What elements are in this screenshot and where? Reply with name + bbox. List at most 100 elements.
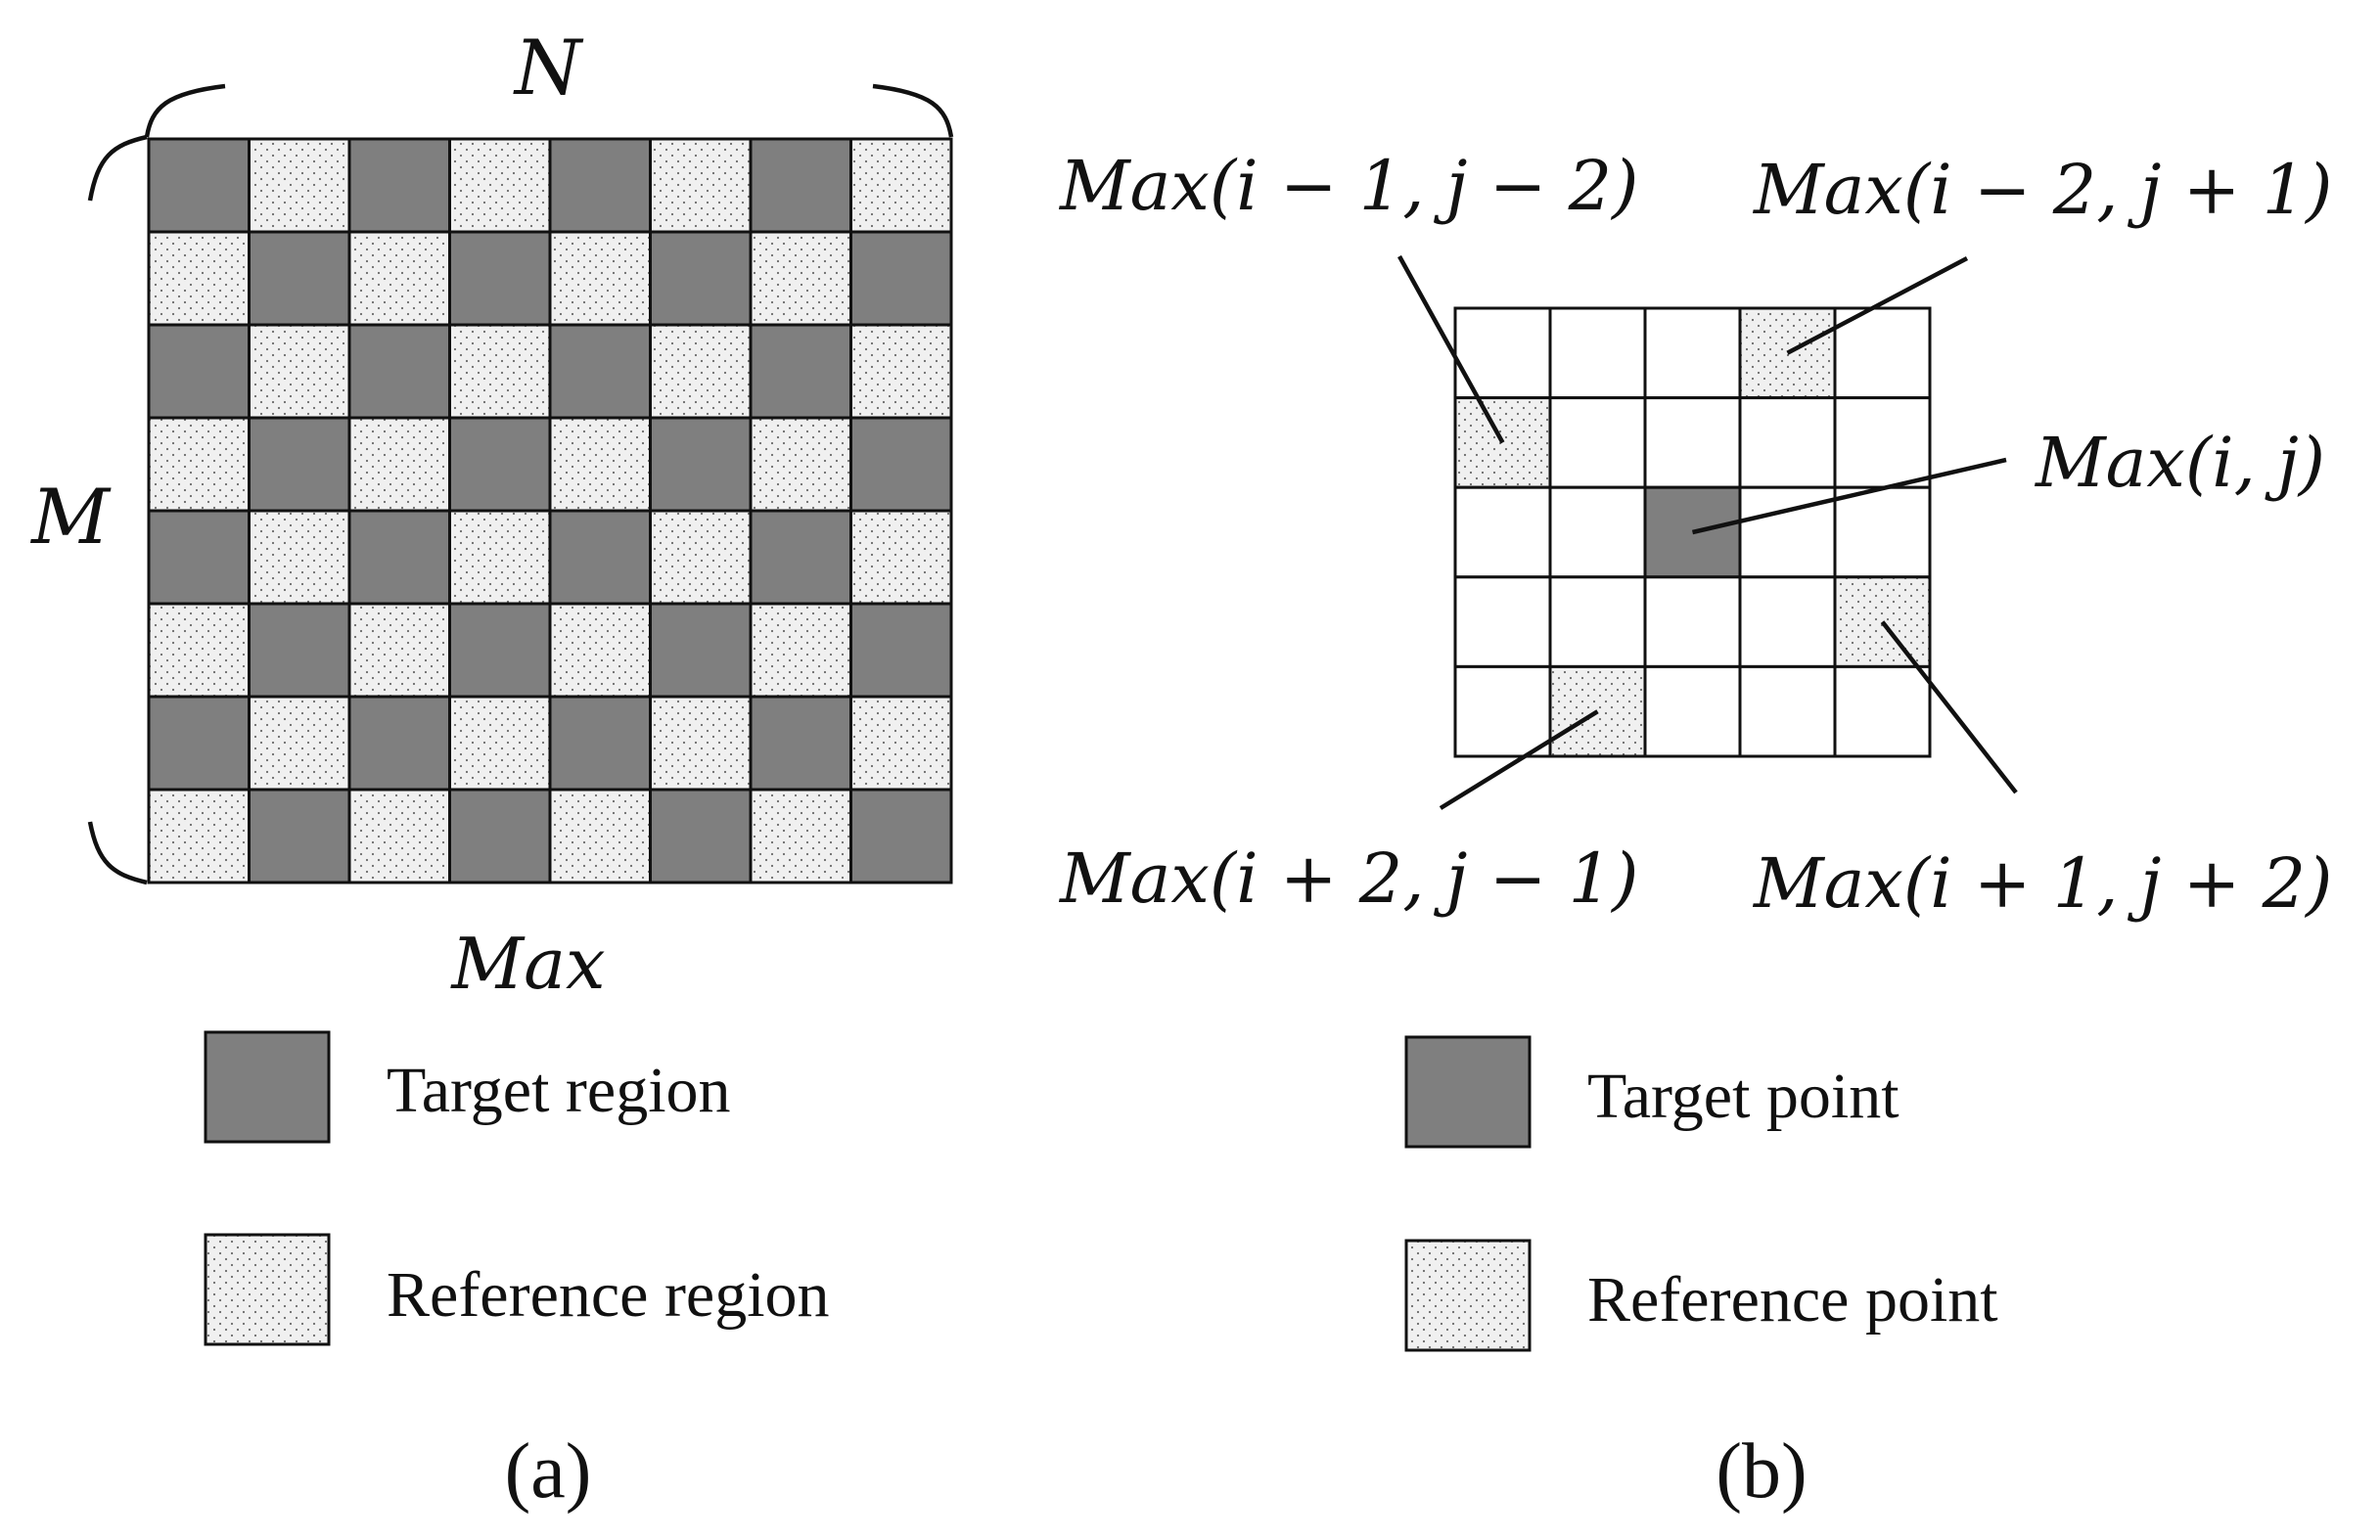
n-dimension-label: N <box>513 24 584 113</box>
reference-region-cell <box>649 323 753 420</box>
cell-labels: Max(i − 2, j + 1)Max(i − 1, j − 2)Max(i,… <box>1058 146 2332 924</box>
target-region-cell <box>548 509 652 606</box>
reference-region-cell <box>749 230 852 327</box>
leader-line <box>1786 256 1969 355</box>
grid-cell <box>1738 396 1837 489</box>
panel-b: Max(i − 2, j + 1)Max(i − 1, j − 2)Max(i,… <box>1058 146 2332 1515</box>
reference-region-cell <box>347 230 451 327</box>
target-region-cell <box>248 416 351 513</box>
target-region-cell <box>849 602 953 699</box>
reference-region-cell <box>548 602 652 699</box>
reference-region-cell <box>448 509 552 606</box>
cell-label: Max(i + 1, j + 2) <box>1752 843 2332 924</box>
reference-region-cell <box>347 602 451 699</box>
reference-region-cell <box>147 230 251 327</box>
target-region-cell <box>147 509 251 606</box>
cell-label: Max(i, j) <box>2034 423 2325 503</box>
legend-a: Target region Reference region <box>204 1030 830 1346</box>
target-region-cell <box>147 695 251 792</box>
legend-reference-point-label: Reference point <box>1587 1264 1998 1336</box>
reference-region-cell <box>749 602 852 699</box>
legend-b: Target point Reference point <box>1404 1035 1998 1352</box>
target-region-cell <box>548 323 652 420</box>
m-dimension-label: M <box>29 474 112 562</box>
m-brace-bottom <box>87 821 148 885</box>
reference-region-cell <box>248 323 351 420</box>
checkerboard-grid <box>147 137 953 884</box>
n-brace-left <box>144 83 226 138</box>
target-region-cell <box>649 788 753 884</box>
leader-lines <box>1397 254 2018 810</box>
leader-line <box>1439 709 1599 810</box>
reference-point-cell <box>1548 664 1647 758</box>
target-region-cell <box>448 788 552 884</box>
target-region-cell <box>147 137 251 234</box>
grid-cell <box>1738 664 1837 758</box>
reference-region-cell <box>248 509 351 606</box>
target-region-cell <box>147 323 251 420</box>
target-region-cell <box>749 323 852 420</box>
reference-point-cell <box>1453 396 1552 489</box>
target-region-cell <box>849 416 953 513</box>
grid-cell <box>1548 396 1647 489</box>
target-region-cell <box>347 509 451 606</box>
legend-target-region-swatch <box>204 1030 331 1144</box>
target-region-cell <box>347 695 451 792</box>
legend-target-point-label: Target point <box>1587 1061 1899 1132</box>
grid-cell <box>1738 575 1837 668</box>
reference-region-cell <box>548 416 652 513</box>
target-region-cell <box>649 416 753 513</box>
reference-region-cell <box>248 695 351 792</box>
reference-region-cell <box>147 602 251 699</box>
leader-line <box>1691 457 2007 535</box>
panel-a: N M Max Target region Reference region (… <box>29 24 954 1515</box>
reference-region-cell <box>147 416 251 513</box>
m-brace-top <box>87 134 148 202</box>
target-region-cell <box>548 137 652 234</box>
target-region-cell <box>649 230 753 327</box>
target-region-cell <box>749 695 852 792</box>
grid-cell <box>1643 306 1742 400</box>
reference-region-cell <box>548 230 652 327</box>
reference-region-cell <box>749 416 852 513</box>
reference-region-cell <box>248 137 351 234</box>
grid-cell <box>1453 575 1552 668</box>
target-region-cell <box>548 695 652 792</box>
grid-cell <box>1643 575 1742 668</box>
reference-region-cell <box>849 509 953 606</box>
target-region-cell <box>248 230 351 327</box>
max-matrix-label: Max <box>449 923 605 1005</box>
reference-region-cell <box>649 509 753 606</box>
caption-b: (b) <box>1716 1428 1807 1515</box>
grid-cell <box>1833 396 1932 489</box>
target-region-cell <box>649 602 753 699</box>
leader-line <box>1397 254 1505 444</box>
neighborhood-grid <box>1453 306 1932 758</box>
target-region-cell <box>248 788 351 884</box>
reference-region-cell <box>347 416 451 513</box>
reference-region-cell <box>448 137 552 234</box>
reference-region-cell <box>849 323 953 420</box>
target-region-cell <box>248 602 351 699</box>
legend-target-point-swatch <box>1404 1035 1532 1149</box>
n-brace-right <box>872 83 954 138</box>
reference-region-cell <box>749 788 852 884</box>
reference-region-cell <box>448 695 552 792</box>
reference-region-cell <box>849 137 953 234</box>
grid-cell <box>1548 575 1647 668</box>
target-region-cell <box>849 230 953 327</box>
legend-reference-point-swatch <box>1404 1239 1532 1352</box>
reference-region-cell <box>649 137 753 234</box>
grid-cell <box>1548 485 1647 579</box>
grid-cell <box>1548 306 1647 400</box>
cell-label: Max(i − 1, j − 2) <box>1058 146 1638 226</box>
grid-cell <box>1453 664 1552 758</box>
target-region-cell <box>448 602 552 699</box>
target-region-cell <box>849 788 953 884</box>
reference-region-cell <box>147 788 251 884</box>
grid-cell <box>1643 664 1742 758</box>
reference-region-cell <box>347 788 451 884</box>
target-region-cell <box>749 509 852 606</box>
reference-region-cell <box>649 695 753 792</box>
